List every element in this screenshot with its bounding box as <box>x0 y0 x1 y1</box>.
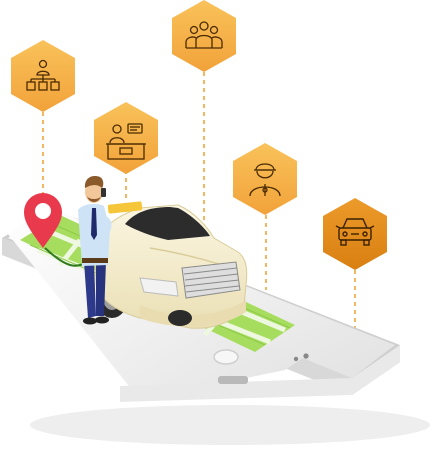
hexagon-org-hierarchy <box>11 40 75 112</box>
car-front-icon <box>335 218 375 246</box>
org-hierarchy-icon <box>26 59 60 91</box>
hexagon-driver <box>233 143 297 215</box>
businessman-figure <box>78 176 112 325</box>
support-desk-icon <box>106 123 146 160</box>
team-group-icon <box>185 21 223 49</box>
hexagon-car <box>323 198 387 270</box>
camera-dot <box>303 353 309 359</box>
ground-shadow <box>30 405 430 445</box>
driver-icon <box>249 163 281 197</box>
home-button <box>213 349 239 365</box>
hexagon-support-desk <box>94 102 158 174</box>
taxi-car <box>94 201 248 329</box>
phone-port <box>218 376 248 384</box>
hexagon-team-group <box>172 0 236 72</box>
location-pin-icon <box>24 193 62 248</box>
speaker-dot <box>293 356 299 362</box>
